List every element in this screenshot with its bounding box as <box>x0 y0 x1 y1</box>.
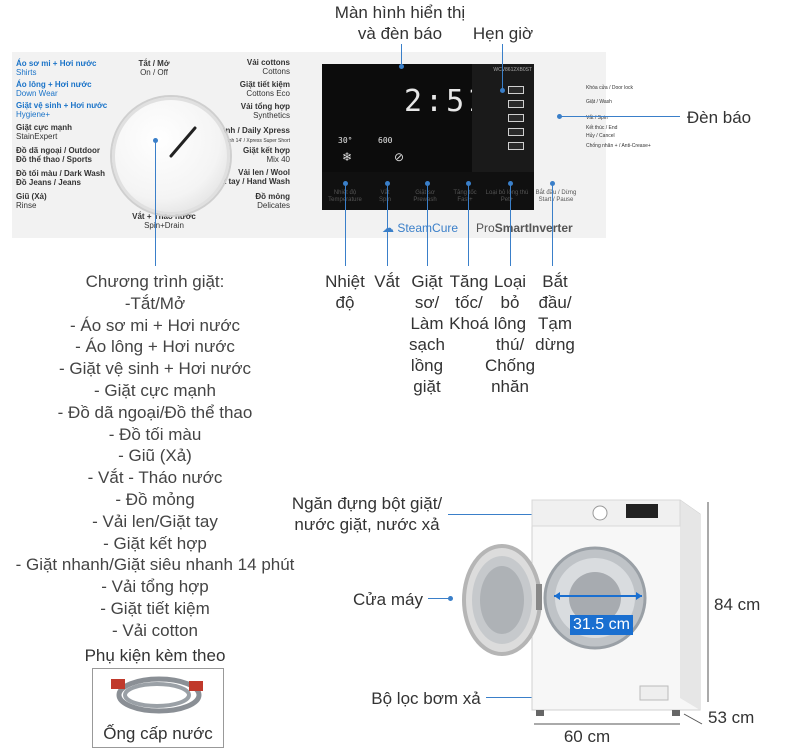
hose-box: Ống cấp nước <box>92 668 224 748</box>
program-list-item: - Áo lông + Hơi nước <box>75 337 235 357</box>
door-callout: Cửa máy <box>353 590 423 609</box>
program-list-item: - Giặt tiết kiệm <box>100 598 210 618</box>
filter-callout: Bộ lọc bơm xả <box>371 689 481 708</box>
program-label-spin-drain: Vắt + Tháo nướcSpin+Drain <box>132 212 196 230</box>
led-anti-crease <box>508 142 524 150</box>
indicator-text-1: Giặt / Wash <box>586 99 612 105</box>
spin-callout: Vắt <box>374 272 400 291</box>
hose-label: Ống cấp nước <box>103 724 213 743</box>
led-wash <box>508 100 524 108</box>
led-spin <box>508 114 524 122</box>
program-list-item: - Giặt nhanh/Giặt siêu nhanh 14 phút <box>15 555 295 575</box>
program-list-item: - Giặt vệ sinh + Hơi nước <box>59 359 251 379</box>
accessories-title: Phụ kiện kèm theo <box>84 646 226 665</box>
dial-pointer-icon <box>169 126 197 158</box>
program-list-item: - Vải cotton <box>112 620 198 640</box>
indicator-text-4: Hủy / Cancel <box>586 133 615 139</box>
program-list-item: - Áo sơ mi + Hơi nước <box>70 315 240 335</box>
indicator-text-3: Kết thúc / End <box>586 125 618 131</box>
button-row <box>322 172 534 210</box>
timer-callout: Hẹn giờ <box>472 24 534 43</box>
indicator-callout: Đèn báo <box>686 108 752 127</box>
program-list-item: - Đồ dã ngoại/Đồ thể thao <box>57 402 253 422</box>
program-list-item: - Đồ tối màu <box>108 424 202 444</box>
indicator-text-5: Chống nhăn + / Anti-Crease+ <box>586 143 651 149</box>
snowflake-icon: ❄ <box>342 150 353 164</box>
program-dial[interactable] <box>112 97 230 215</box>
width-label: 60 cm <box>563 727 611 746</box>
detergent-callout: Ngăn đựng bột giặt/nước giặt, nước xả <box>291 494 443 534</box>
program-list-item: - Vải len/Giặt tay <box>92 511 218 531</box>
time-readout: 2:51 <box>404 84 489 119</box>
drum-size-label: 31.5 cm <box>570 615 633 635</box>
indicator-strip: WCV8612XB0ST <box>472 64 534 172</box>
inverter-logo: ProSmartInverter <box>476 221 573 235</box>
led-end <box>508 128 524 136</box>
program-list-item: - Giũ (Xả) <box>118 446 192 466</box>
program-list-item: - Giặt kết hợp <box>103 533 207 553</box>
spin-readout: 600 <box>378 136 393 145</box>
program-list-item: - Giặt cực mạnh <box>94 380 216 400</box>
no-spin-icon: ⊘ <box>394 150 405 164</box>
led-door-lock <box>508 86 524 94</box>
height-label: 84 cm <box>714 595 761 614</box>
program-label-rinse: Giũ (Xả)Rinse <box>16 192 47 210</box>
indicator-text-2: Vắt / Spin <box>586 115 608 121</box>
water-hose-icon <box>111 676 203 714</box>
program-list-item: -Tắt/Mở <box>124 293 186 313</box>
model-number: WCV8612XB0ST <box>493 67 532 73</box>
program-list-item: Chương trình giặt: <box>85 272 225 291</box>
program-list-item: - Đồ mỏng <box>115 489 195 509</box>
indicator-text-0: Khóa cửa / Door lock <box>586 85 633 91</box>
steamcure-logo: ☁ SteamCure <box>382 221 458 235</box>
program-list-item: - Vắt - Tháo nước <box>87 468 223 488</box>
temp-readout: 30° <box>338 136 353 145</box>
program-list: Chương trình giặt: -Tắt/Mở - Áo sơ mi + … <box>0 271 310 642</box>
depth-label: 53 cm <box>708 708 755 727</box>
program-list-item: - Vải tổng hợp <box>101 577 209 597</box>
washing-machine-image <box>462 499 709 725</box>
